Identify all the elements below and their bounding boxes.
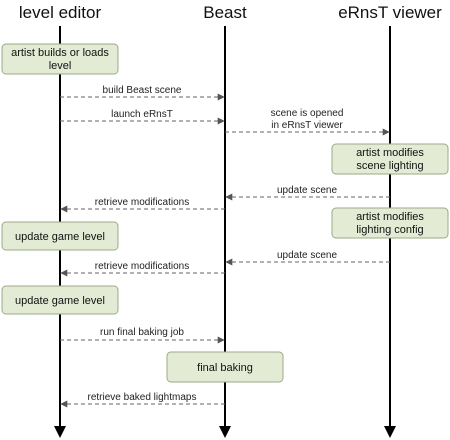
- lifeline-title-beast: Beast: [203, 3, 247, 22]
- lifeline-title-ernst-viewer: eRnsT viewer: [338, 3, 442, 22]
- message-update-scene-2-label: update scene: [277, 250, 337, 261]
- message-retrieve-modifications-2-label: retrieve modifications: [95, 261, 189, 272]
- activity-scene-lighting-line2: scene lighting: [356, 160, 423, 172]
- activity-lighting-config-line2: lighting config: [356, 224, 423, 236]
- activity-update-game-level-1-label: update game level: [15, 231, 105, 243]
- message-retrieve-modifications-1-label: retrieve modifications: [95, 197, 189, 208]
- activity-update-game-level-1: update game level: [1, 221, 119, 251]
- message-scene-opened: scene is opened in eRnsT viewer: [225, 108, 390, 136]
- activity-artist-modifies-scene-lighting: artist modifies scene lighting: [331, 143, 449, 175]
- lifeline-title-level-editor: level editor: [19, 3, 102, 22]
- message-retrieve-baked-lightmaps: retrieve baked lightmaps: [60, 392, 225, 408]
- activity-update-game-level-2-label: update game level: [15, 295, 105, 307]
- message-update-scene-1: update scene: [225, 185, 390, 201]
- message-run-final-baking-job: run final baking job: [60, 327, 225, 344]
- message-update-scene-2: update scene: [225, 250, 390, 266]
- activity-final-baking-label: final baking: [197, 362, 253, 374]
- activity-artist-modifies-lighting-config: artist modifies lighting config: [331, 207, 449, 239]
- message-update-scene-1-label: update scene: [277, 185, 337, 196]
- message-launch-ernst: launch eRnsT: [60, 109, 225, 125]
- activity-artist-builds-level-line2: level: [49, 60, 72, 72]
- activity-scene-lighting-line1: artist modifies: [356, 147, 424, 159]
- message-retrieve-modifications-2: retrieve modifications: [60, 261, 225, 277]
- message-scene-opened-line1: scene is opened: [271, 108, 344, 119]
- message-launch-ernst-label: launch eRnsT: [111, 109, 173, 120]
- message-retrieve-baked-lightmaps-label: retrieve baked lightmaps: [88, 392, 197, 403]
- activity-lighting-config-line1: artist modifies: [356, 211, 424, 223]
- message-scene-opened-line2: in eRnsT viewer: [271, 120, 343, 131]
- activity-artist-builds-level-line1: artist builds or loads: [11, 47, 109, 59]
- message-retrieve-modifications-1: retrieve modifications: [60, 197, 225, 213]
- activity-artist-builds-level: artist builds or loads level: [1, 43, 119, 75]
- activity-final-baking: final baking: [166, 351, 284, 383]
- message-run-final-baking-job-label: run final baking job: [100, 327, 184, 338]
- message-build-beast-scene: build Beast scene: [60, 85, 225, 101]
- activity-update-game-level-2: update game level: [1, 285, 119, 315]
- message-build-beast-scene-label: build Beast scene: [103, 85, 182, 96]
